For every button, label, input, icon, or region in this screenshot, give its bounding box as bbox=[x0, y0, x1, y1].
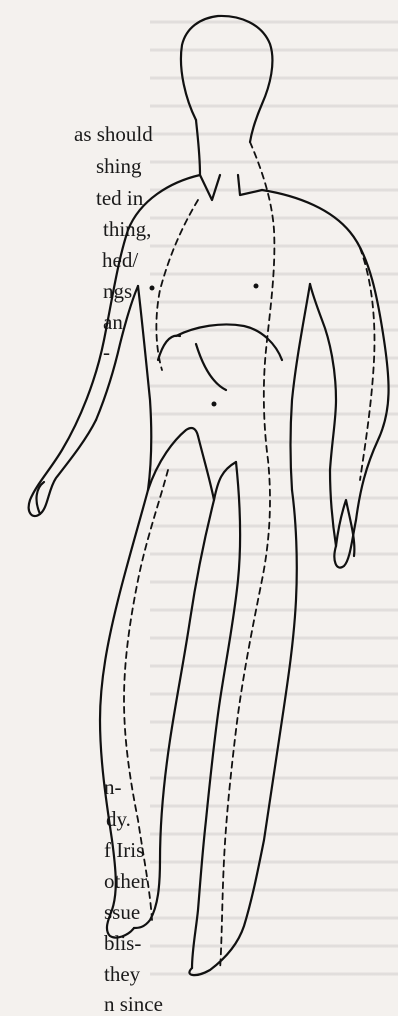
figure-right-leg-outline bbox=[189, 490, 296, 975]
figure-chest-mark bbox=[150, 286, 155, 291]
figure-torso-left bbox=[138, 286, 151, 490]
figure-dashed-contour bbox=[124, 470, 168, 920]
figure-pelvis bbox=[148, 428, 198, 490]
figure-groin bbox=[198, 436, 236, 500]
figure-dashed-contour bbox=[156, 200, 198, 370]
figure-collar bbox=[238, 175, 262, 195]
text-line: n since bbox=[104, 992, 163, 1016]
figure-left-inner-arm bbox=[96, 286, 138, 420]
figure-right-leg-inner bbox=[192, 462, 240, 968]
figure-navel bbox=[212, 402, 217, 407]
figure-abdomen-line bbox=[196, 344, 226, 390]
figure-chest-mark bbox=[254, 284, 259, 289]
figure-neck bbox=[196, 120, 220, 200]
figure-right-inner-arm bbox=[310, 284, 336, 546]
figure-head-outline bbox=[181, 16, 272, 142]
human-figure-illustration bbox=[0, 0, 398, 982]
figure-dashed-contour bbox=[220, 142, 274, 970]
figure-left-arm-outline bbox=[29, 175, 200, 516]
figure-right-arm-outline bbox=[262, 190, 389, 568]
figure-waist-line bbox=[158, 336, 180, 360]
figure-torso-right bbox=[291, 284, 311, 490]
